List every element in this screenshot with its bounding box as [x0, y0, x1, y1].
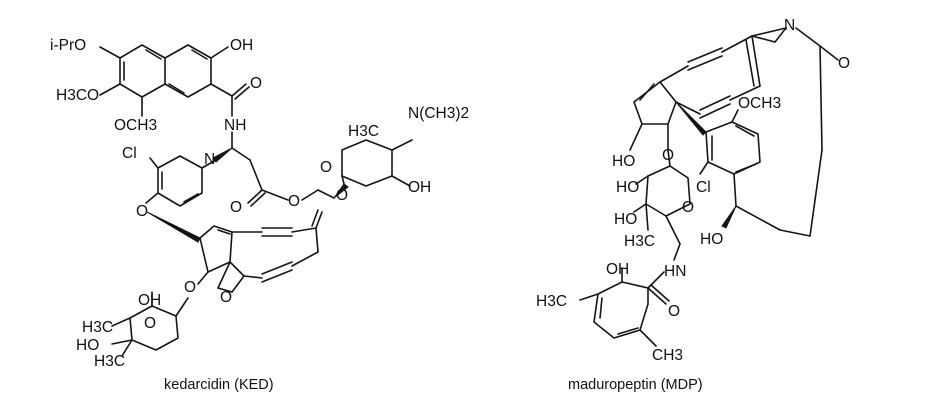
mdp-label-ho-sugar1: HO	[616, 179, 639, 196]
ked-label-nme2: N(CH3)2	[408, 105, 469, 122]
mdp-label-h3c-sugar: H3C	[624, 233, 655, 250]
mdp-label-ring-o-sugar: O	[682, 199, 694, 216]
ked-label-oh-sugar2: OH	[138, 292, 161, 309]
ked-label-sugar-link-o: O	[184, 279, 196, 296]
kedarcidin-structure	[99, 44, 413, 357]
mdp-label-ho-cyclopentene: HO	[612, 153, 635, 170]
ked-label-oh-sugar: OH	[408, 179, 431, 196]
ked-label-nh: NH	[224, 117, 246, 134]
ked-label-pyridine-n: N	[204, 151, 215, 168]
mdp-label-amide-o: O	[668, 303, 680, 320]
mdp-label-glycosidic-o: O	[662, 147, 674, 164]
maduropeptin-structure	[579, 27, 839, 347]
kedarcidin-caption: kedarcidin (KED)	[164, 377, 274, 393]
ked-label-h3c-sugar: H3C	[348, 123, 379, 140]
ked-label-epoxide-o: O	[220, 289, 232, 306]
ked-label-och3: OCH3	[114, 117, 157, 134]
kedarcidin-atom-labels: i-PrO OH O H3CO NH OCH3 Cl N H3C N(CH3)2…	[50, 37, 469, 370]
ked-label-ring-o-sugar: O	[320, 159, 332, 176]
mdp-label-oh-aryl: OH	[606, 261, 629, 278]
mdp-label-ho-sugar2: HO	[614, 211, 637, 228]
ked-label-cl: Cl	[122, 145, 137, 162]
ked-label-ho-sugar2: HO	[76, 337, 99, 354]
ked-label-h3c-sugar2b: H3C	[94, 353, 125, 370]
mdp-label-cl: Cl	[696, 179, 711, 196]
ked-label-ester-co: O	[230, 199, 242, 216]
ked-label-aryl-ether-o: O	[136, 203, 148, 220]
ked-label-ipro: i-PrO	[50, 37, 86, 54]
ked-label-carbonyl-o: O	[250, 75, 262, 92]
maduropeptin-caption: maduropeptin (MDP)	[568, 377, 703, 393]
mdp-label-ho-benzylic: HO	[700, 231, 723, 248]
mdp-label-carbonyl-o: O	[838, 55, 850, 72]
ked-label-h3c-sugar2: H3C	[82, 319, 113, 336]
mdp-label-och3: OCH3	[738, 95, 781, 112]
mdp-label-ch3-aryl: CH3	[652, 347, 683, 364]
mdp-label-aziridine-n: N	[784, 17, 795, 34]
maduropeptin-atom-labels: N O OCH3 HO O HO Cl HO O H3C HO HN OH H3…	[536, 17, 850, 364]
ked-label-oh-top: OH	[230, 37, 253, 54]
ked-label-h3co: H3CO	[56, 87, 99, 104]
mdp-label-h3c-aryl: H3C	[536, 293, 567, 310]
ked-label-ester-o: O	[288, 193, 300, 210]
ked-label-ring-o-sugar2: O	[144, 315, 156, 332]
mdp-label-hn: HN	[664, 263, 686, 280]
ked-label-glycosidic-o: O	[336, 187, 348, 204]
